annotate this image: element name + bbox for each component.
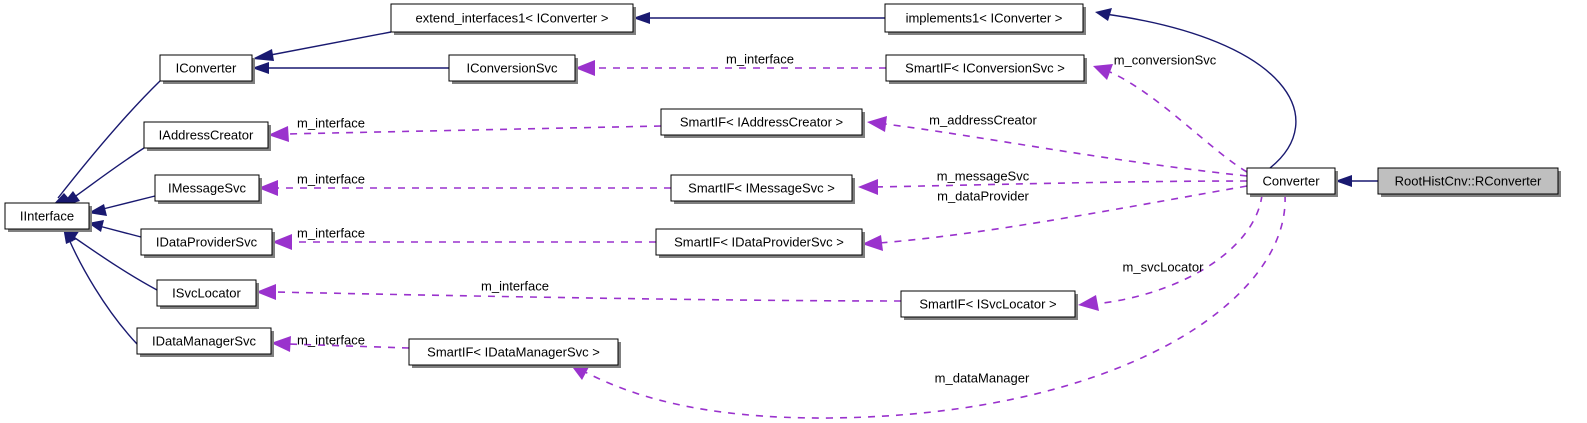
node-label: IAddressCreator [159, 127, 254, 142]
edge-label-lbl-m_messageSvc: m_messageSvc [937, 168, 1030, 183]
node-SmartIF_IDataManagerSvc[interactable]: SmartIF< IDataManagerSvc > [408, 338, 621, 368]
node-box[interactable] [140, 228, 273, 256]
edge-label-lbl-m_interface-addresscreator: m_interface [297, 115, 365, 130]
edge-iinterface-idataprovidersvc [88, 220, 142, 238]
node-box[interactable] [884, 3, 1084, 33]
node-label: IDataProviderSvc [156, 234, 258, 249]
node-SmartIF_IAddressCreator[interactable]: SmartIF< IAddressCreator > [660, 108, 865, 138]
edge-usage-m_interface-messagesvc [258, 180, 671, 196]
edge-extendinterfaces1-implements1 [633, 12, 885, 24]
node-box[interactable] [408, 338, 619, 366]
edge-iinterface-iaddresscreator [60, 147, 145, 207]
edge-usage-m_addressCreator [867, 116, 1248, 177]
node-box[interactable] [154, 174, 260, 202]
edge-usage-m_interface-datamanagersvc [271, 336, 410, 352]
node-implements1[interactable]: implements1< IConverter > [884, 3, 1086, 35]
edge-usage-m_svcLocator [1078, 194, 1263, 311]
node-label: IConversionSvc [466, 60, 558, 75]
node-IDataProviderSvc[interactable]: IDataProviderSvc [140, 228, 275, 258]
node-label: SmartIF< IDataManagerSvc > [427, 344, 600, 359]
edge-label-texts: m_interface m_conversionSvc m_interface m_a… [297, 51, 1217, 385]
edge-iconverter-iconversionsvc [252, 62, 449, 74]
node-label: ISvcLocator [172, 285, 241, 300]
node-box[interactable] [885, 54, 1085, 82]
usage-edges [256, 60, 1286, 419]
node-label: IInterface [20, 208, 74, 223]
node-label: IMessageSvc [168, 180, 247, 195]
node-Converter[interactable]: Converter [1246, 167, 1338, 197]
node-label: implements1< IConverter > [906, 10, 1063, 25]
node-label: IConverter [176, 60, 237, 75]
node-box[interactable] [143, 121, 269, 149]
node-SmartIF_IDataProviderSvc[interactable]: SmartIF< IDataProviderSvc > [655, 228, 865, 258]
node-RootHistCnv_RConverter[interactable]: RootHistCnv::RConverter [1377, 167, 1561, 197]
node-box[interactable] [655, 228, 863, 256]
edge-usage-m_conversionSvc [1093, 64, 1248, 173]
edge-label-lbl-m_addressCreator: m_addressCreator [929, 112, 1037, 127]
node-IMessageSvc[interactable]: IMessageSvc [154, 174, 262, 204]
node-label: SmartIF< IDataProviderSvc > [674, 234, 844, 249]
node-box[interactable] [900, 290, 1076, 318]
edge-implements1-converter [1095, 8, 1297, 169]
node-label: SmartIF< ISvcLocator > [919, 296, 1056, 311]
edge-label-lbl-m_interface-dataprovidersvc: m_interface [297, 225, 365, 240]
edge-iinterface-imessagesvc [88, 195, 156, 216]
node-box[interactable] [670, 174, 853, 202]
node-SmartIF_IConversionSvc[interactable]: SmartIF< IConversionSvc > [885, 54, 1087, 84]
node-IConversionSvc[interactable]: IConversionSvc [448, 54, 578, 84]
node-IConverter[interactable]: IConverter [159, 54, 255, 84]
node-box[interactable] [136, 327, 272, 355]
edge-usage-m_dataProvider [862, 185, 1248, 251]
node-boxes: extend_interfaces1< IConverter > implemen… [4, 3, 1561, 368]
node-box[interactable] [660, 108, 863, 136]
edge-label-lbl-m_dataProvider: m_dataProvider [937, 188, 1029, 203]
edge-label-lbl-m_interface-messagesvc: m_interface [297, 171, 365, 186]
node-SmartIF_ISvcLocator[interactable]: SmartIF< ISvcLocator > [900, 290, 1078, 320]
edge-label-lbl-m_dataManager: m_dataManager [935, 370, 1030, 385]
edge-label-lbl-m_interface-svclocator: m_interface [481, 278, 549, 293]
node-label: IDataManagerSvc [152, 333, 257, 348]
node-box[interactable] [1377, 167, 1559, 195]
node-label: RootHistCnv::RConverter [1395, 173, 1542, 188]
edge-label-lbl-m_interface-conversionsvc: m_interface [726, 51, 794, 66]
node-box[interactable] [448, 54, 576, 82]
edge-label-lbl-m_interface-datamanagersvc: m_interface [297, 332, 365, 347]
node-box[interactable] [156, 279, 257, 307]
node-label: extend_interfaces1< IConverter > [416, 10, 609, 25]
node-label: SmartIF< IConversionSvc > [905, 60, 1065, 75]
node-box[interactable] [4, 202, 90, 230]
node-SmartIF_IMessageSvc[interactable]: SmartIF< IMessageSvc > [670, 174, 855, 204]
node-label: Converter [1262, 173, 1320, 188]
edge-converter-roothistcnvrconverter [1335, 175, 1378, 187]
edge-usage-m_interface-dataprovidersvc [272, 234, 656, 250]
edge-usage-m_interface-svclocator [256, 284, 902, 302]
node-box[interactable] [390, 3, 634, 33]
edge-usage-m_interface-addresscreator [268, 125, 662, 142]
node-box[interactable] [159, 54, 253, 82]
node-label: SmartIF< IMessageSvc > [688, 180, 835, 195]
edge-iinterface-idatamanagersvc [63, 227, 138, 345]
node-IDataManagerSvc[interactable]: IDataManagerSvc [136, 327, 274, 357]
edge-iconverter-extendinterfaces1 [252, 31, 392, 61]
node-box[interactable] [1246, 167, 1336, 195]
edge-usage-m_messageSvc [858, 179, 1248, 195]
node-extend_interfaces1[interactable]: extend_interfaces1< IConverter > [390, 3, 636, 35]
edge-label-lbl-m_conversionSvc: m_conversionSvc [1114, 52, 1217, 67]
node-ISvcLocator[interactable]: ISvcLocator [156, 279, 259, 309]
node-IInterface[interactable]: IInterface [4, 202, 92, 232]
edge-usage-m_interface-conversionsvc [575, 60, 886, 76]
edge-label-lbl-m_svcLocator: m_svcLocator [1123, 259, 1205, 274]
node-label: SmartIF< IAddressCreator > [680, 114, 843, 129]
node-IAddressCreator[interactable]: IAddressCreator [143, 121, 271, 151]
